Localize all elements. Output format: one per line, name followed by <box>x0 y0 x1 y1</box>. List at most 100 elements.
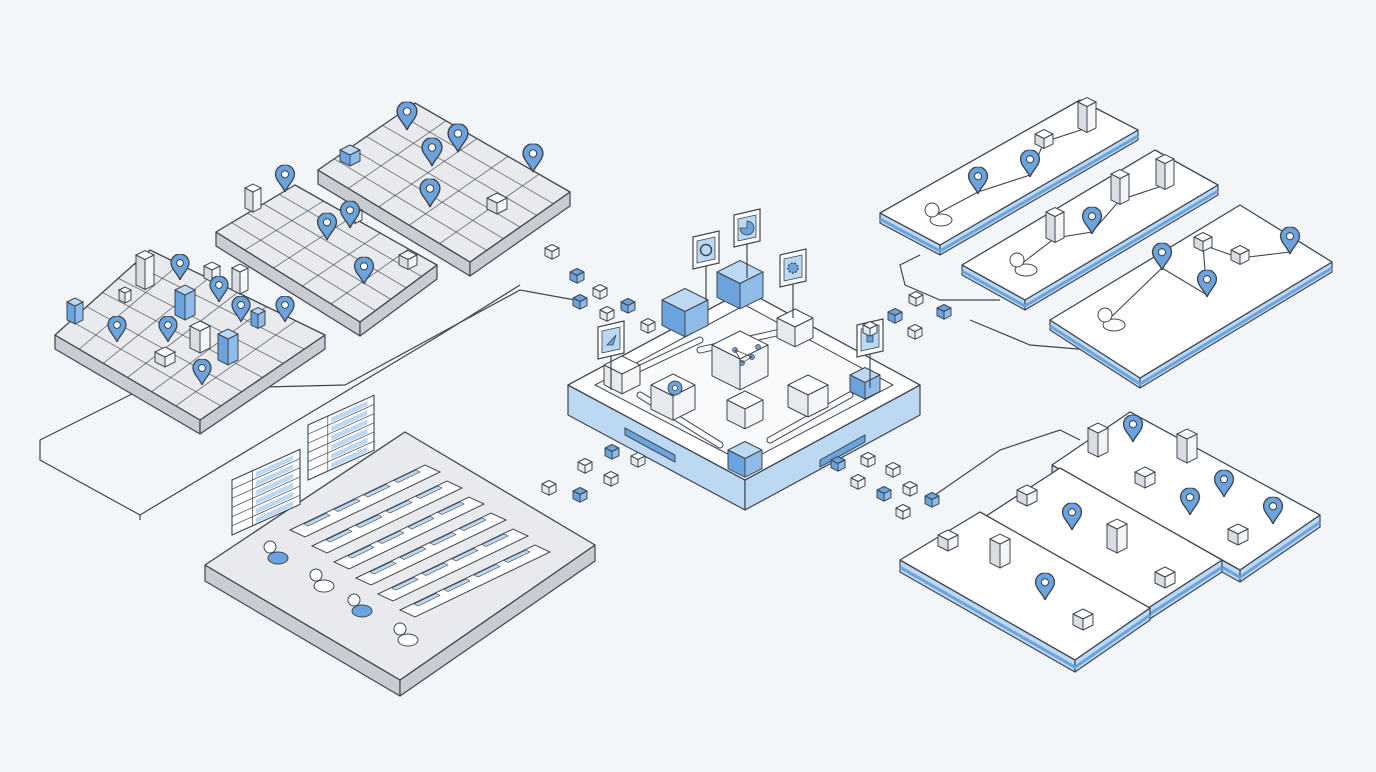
data-cube <box>902 481 918 497</box>
table-row <box>398 544 552 618</box>
user-icon <box>393 622 419 647</box>
office-building-icon <box>1044 206 1066 244</box>
table-row <box>376 528 530 602</box>
building-icon <box>486 192 508 215</box>
office-building-icon <box>1154 153 1176 191</box>
data-cube <box>887 308 903 324</box>
table-row <box>310 480 464 554</box>
building-icon <box>65 297 85 325</box>
cursor-icon <box>597 320 625 390</box>
hub-module <box>776 308 814 348</box>
user-icon <box>347 593 373 618</box>
connector-line-loop <box>39 440 141 520</box>
hub-module <box>727 441 763 478</box>
data-cube <box>604 444 620 460</box>
left-map-group <box>54 101 596 697</box>
map-tile-2-grid <box>231 194 422 311</box>
map-tile-3-grid <box>70 263 305 407</box>
map-tile-1-grid <box>333 113 554 251</box>
data-cube <box>936 304 952 320</box>
hub-module <box>603 355 641 395</box>
table-icon <box>307 394 375 481</box>
data-cube <box>862 321 878 337</box>
hub-module <box>716 260 764 310</box>
data-cube <box>569 268 585 284</box>
building-icon <box>230 263 250 295</box>
chart-icon <box>733 208 761 278</box>
building-icon <box>173 284 197 321</box>
database-tables <box>204 431 596 697</box>
gear-icon <box>779 248 807 318</box>
house-icon <box>1230 245 1250 265</box>
building-icon <box>134 249 156 291</box>
data-cube <box>640 318 656 334</box>
building-icon <box>1175 428 1199 464</box>
connector-line-db-maps <box>139 284 521 516</box>
package-icon <box>1072 608 1094 631</box>
house-icon <box>937 529 959 552</box>
hub-module <box>849 367 881 400</box>
data-cube <box>620 298 636 314</box>
right-route-group <box>879 96 1333 673</box>
building-icon <box>398 250 418 270</box>
office-building-icon <box>1076 96 1098 134</box>
connector-line-routes-2 <box>969 319 1091 351</box>
user-icon <box>924 202 953 227</box>
data-cube <box>907 324 923 340</box>
house-icon <box>1034 129 1054 149</box>
connector-line-deliveries <box>934 429 1081 496</box>
connector-line-routes <box>899 254 1000 301</box>
data-cube <box>630 452 646 468</box>
hub-port <box>819 434 866 468</box>
map-tile-2 <box>215 184 438 337</box>
office-building-icon <box>1109 168 1131 206</box>
data-cube <box>603 471 619 487</box>
table-row <box>288 464 442 538</box>
data-cube <box>908 291 924 307</box>
user-icon <box>263 540 289 565</box>
building-icon <box>339 144 361 167</box>
data-cube <box>876 486 892 502</box>
hub-module <box>661 288 709 338</box>
gear-glyph <box>667 380 683 396</box>
data-cube <box>577 458 593 474</box>
data-cube <box>572 294 588 310</box>
package-icon <box>1227 523 1249 546</box>
package-icon <box>1154 566 1176 589</box>
connector-line-maps-hub <box>39 289 576 441</box>
building-icon <box>216 328 240 366</box>
table-row <box>332 496 486 570</box>
house-icon <box>1193 232 1213 252</box>
settings-icon <box>692 230 720 300</box>
data-cube <box>830 456 846 472</box>
building-icon <box>988 533 1012 569</box>
building-icon <box>153 346 177 368</box>
hub-port <box>624 427 676 463</box>
house-icon <box>1134 466 1156 489</box>
hub-module <box>726 390 764 430</box>
data-cube <box>592 284 608 300</box>
table-icon <box>231 448 301 536</box>
data-cube <box>544 244 560 260</box>
building-icon <box>249 306 267 330</box>
building-icon <box>188 320 212 354</box>
hub-module <box>787 374 829 418</box>
data-cube <box>850 474 866 490</box>
building-icon <box>117 286 133 304</box>
user-icon <box>1097 307 1126 332</box>
building-icon <box>243 183 263 213</box>
user-icon <box>309 568 335 593</box>
data-cube <box>572 487 588 503</box>
connector-lines <box>39 254 1091 520</box>
network-glyph <box>732 344 761 366</box>
building-icon <box>1105 518 1129 554</box>
data-cube-stream <box>541 244 952 520</box>
user-icon <box>1009 252 1038 277</box>
table-row <box>354 512 508 586</box>
data-cube <box>895 504 911 520</box>
network-icon <box>711 330 769 391</box>
house-icon <box>1016 484 1038 507</box>
route-track-3 <box>1049 204 1333 389</box>
building-icon <box>1086 422 1110 458</box>
